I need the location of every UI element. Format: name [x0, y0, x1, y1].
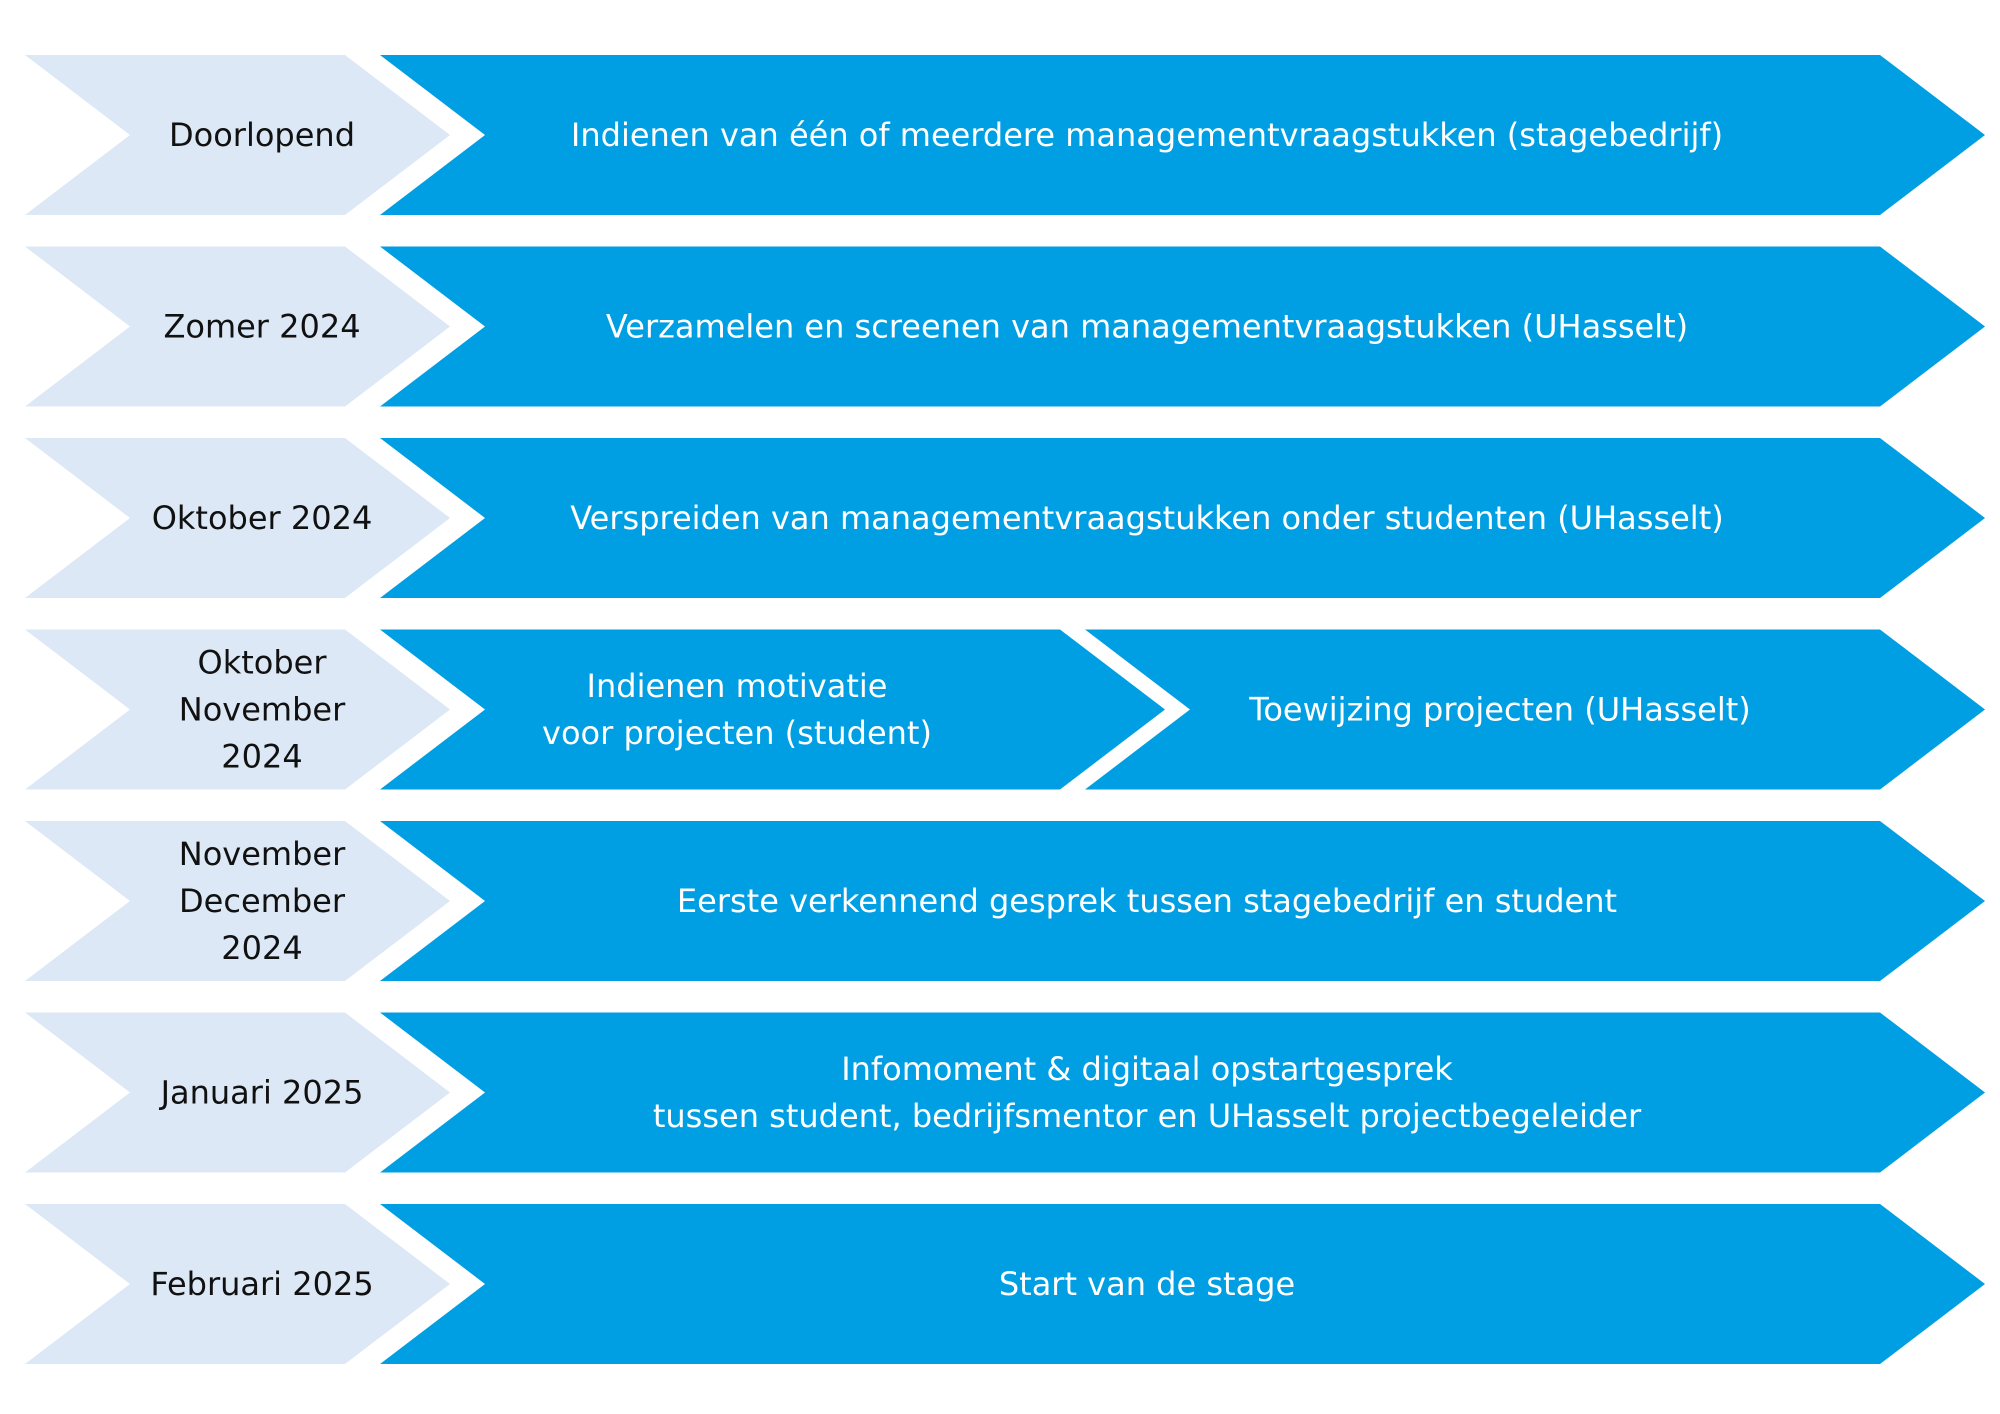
task-chevron	[380, 821, 1985, 981]
task-label: Toewijzing projecten (UHasselt)	[1248, 691, 1751, 729]
task-chevron	[380, 1012, 1985, 1173]
date-label: November	[179, 691, 346, 729]
date-label: Doorlopend	[169, 116, 355, 154]
task-label: Verzamelen en screenen van managementvra…	[606, 308, 1688, 346]
task-label: Indienen motivatie	[587, 667, 888, 705]
task-chevron	[380, 1204, 1985, 1364]
date-label: November	[179, 835, 346, 873]
date-chevron	[25, 246, 450, 407]
date-chevron	[25, 55, 450, 215]
task-chevron	[1085, 629, 1985, 790]
task-label: Eerste verkennend gesprek tussen stagebe…	[677, 882, 1617, 920]
date-chevron	[25, 1204, 450, 1364]
date-label: Februari 2025	[150, 1265, 373, 1303]
task-label: Infomoment & digitaal opstartgesprek	[841, 1050, 1453, 1088]
date-label: 2024	[221, 738, 302, 776]
task-label: tussen student, bedrijfsmentor en UHasse…	[653, 1097, 1642, 1135]
date-chevron	[25, 821, 450, 981]
date-label: 2024	[221, 929, 302, 967]
date-label: Oktober 2024	[152, 499, 373, 537]
date-label: Januari 2025	[159, 1074, 364, 1112]
task-chevron	[380, 438, 1985, 598]
task-chevron	[380, 629, 1165, 790]
task-label: voor projecten (student)	[542, 714, 932, 752]
date-chevron	[25, 438, 450, 598]
task-chevron	[380, 246, 1985, 407]
date-chevron	[25, 629, 450, 790]
date-chevron	[25, 1012, 450, 1173]
task-label: Indienen van één of meerdere managementv…	[571, 116, 1723, 154]
date-label: Zomer 2024	[163, 308, 360, 346]
task-label: Verspreiden van managementvraagstukken o…	[570, 499, 1723, 537]
date-label: Oktober	[198, 644, 328, 682]
task-label: Start van de stage	[999, 1265, 1295, 1303]
date-label: December	[179, 882, 346, 920]
task-chevron	[380, 55, 1985, 215]
